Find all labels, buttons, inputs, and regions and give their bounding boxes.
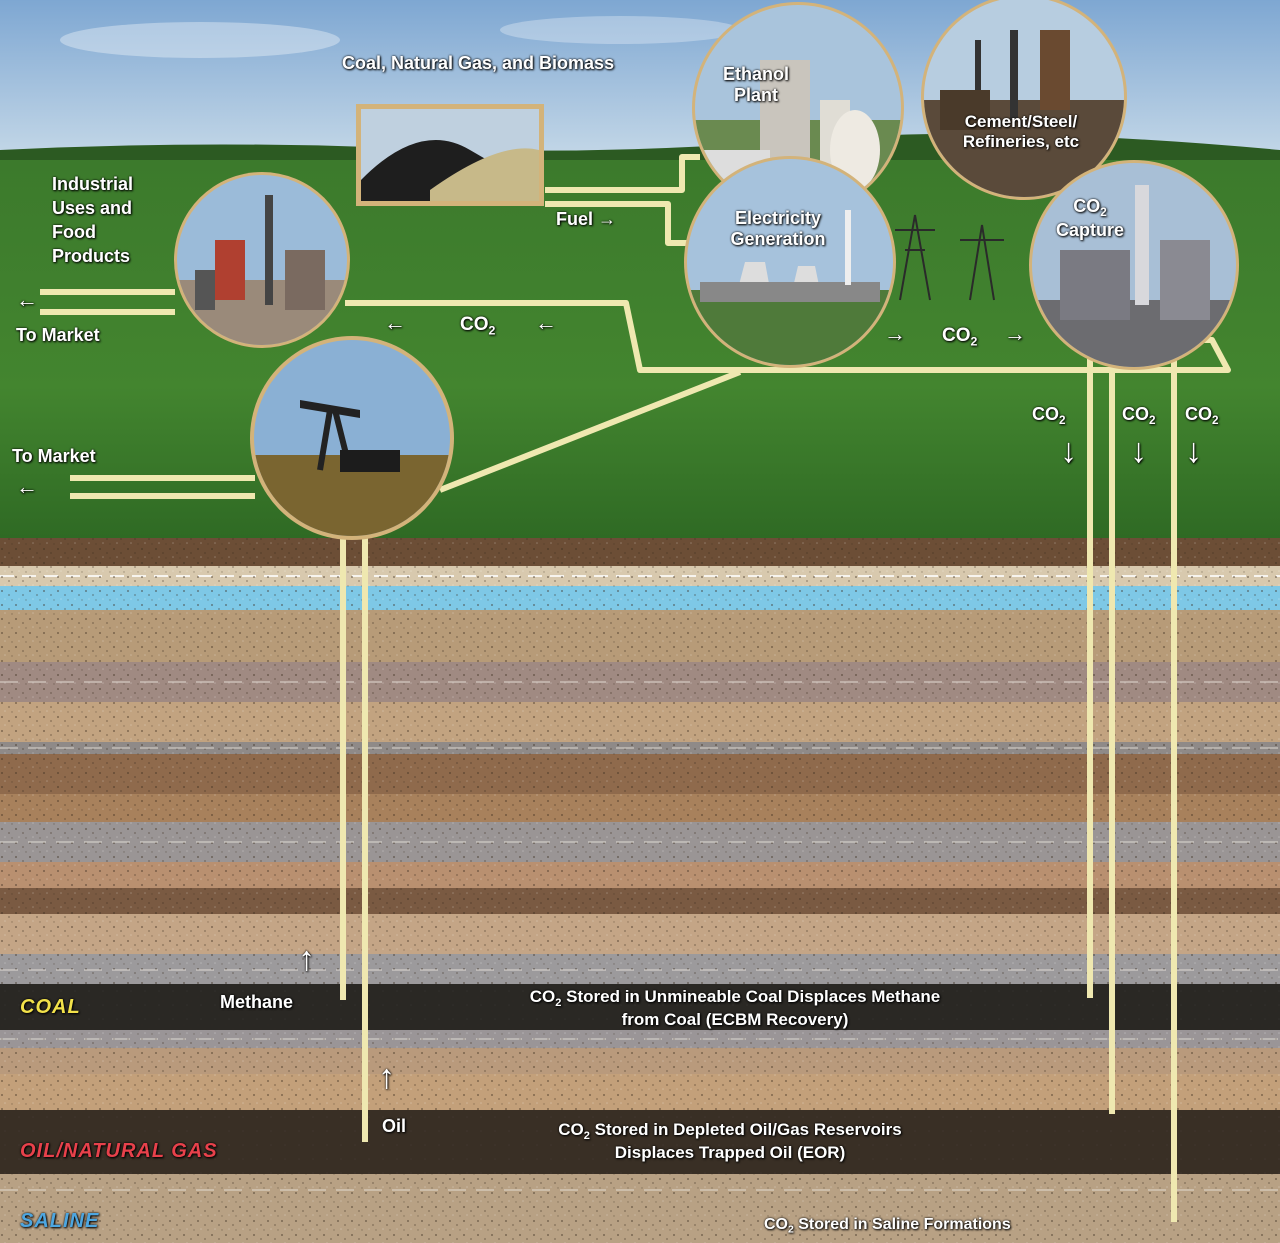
coal-pile-photo xyxy=(356,104,544,206)
methane-label: Methane xyxy=(220,992,294,1012)
saline-stratum-label: SALINE xyxy=(20,1210,100,1232)
co2-down-label-2: CO2 xyxy=(1122,404,1156,428)
coal-stratum-label: COAL xyxy=(20,996,81,1018)
co2-flow-left-label: CO2 xyxy=(460,314,496,338)
to-market-arrow-2: ← xyxy=(16,474,38,499)
to-market-label-2: To Market xyxy=(12,446,96,466)
co2-down-label-1: CO2 xyxy=(1032,404,1066,428)
co2-flow-right-label: CO2 xyxy=(942,325,978,349)
oil-storage-caption: CO2 Stored in Depleted Oil/Gas Reservoir… xyxy=(558,1120,902,1162)
coal-storage-caption: CO2 Stored in Unmineable Coal Displaces … xyxy=(529,987,941,1029)
cement-steel-label: Cement/Steel/ Refineries, etc xyxy=(962,112,1080,151)
co2-down-arrow-1: ↓ xyxy=(1060,432,1077,470)
ethanol-plant-label: Ethanol Plant xyxy=(723,64,789,105)
power-pylons xyxy=(895,214,1004,301)
oil-up-arrow: ↑ xyxy=(378,1058,395,1096)
saline-storage-caption: CO2 Stored in Saline Formations xyxy=(764,1216,1011,1236)
co2-flow-right-arrow-2: → xyxy=(1004,321,1026,346)
co2-flow-right-arrow-1: → xyxy=(884,321,906,346)
methane-up-arrow: ↑ xyxy=(298,940,315,978)
oil-pumpjack-photo xyxy=(250,336,454,540)
co2-down-label-3: CO2 xyxy=(1185,404,1219,428)
co2-down-arrow-2: ↓ xyxy=(1130,432,1147,470)
to-market-arrow-1: ← xyxy=(16,287,38,312)
oil-gas-stratum-label: OIL/NATURAL GAS xyxy=(20,1140,218,1162)
cement-steel-photo xyxy=(921,0,1127,200)
co2-capture-photo xyxy=(1029,160,1239,370)
co2-flow-left-arrow-1: ← xyxy=(384,310,406,335)
coal-gas-biomass-label: Coal, Natural Gas, and Biomass xyxy=(342,53,615,73)
co2-flow-left-arrow-2: ← xyxy=(535,310,557,335)
co2-down-arrow-3: ↓ xyxy=(1185,432,1202,470)
rock-strata xyxy=(0,538,1280,1243)
power-plant-photo xyxy=(684,156,896,368)
co2-pipeline xyxy=(40,154,1231,1222)
fuel-label: Fuel → xyxy=(556,209,617,229)
industrial-uses-label: Industrial Uses and Food Products xyxy=(52,174,134,266)
to-market-label-1: To Market xyxy=(16,325,100,345)
oil-label: Oil xyxy=(382,1116,407,1136)
electricity-generation-label: Electricity Generation xyxy=(730,208,826,249)
